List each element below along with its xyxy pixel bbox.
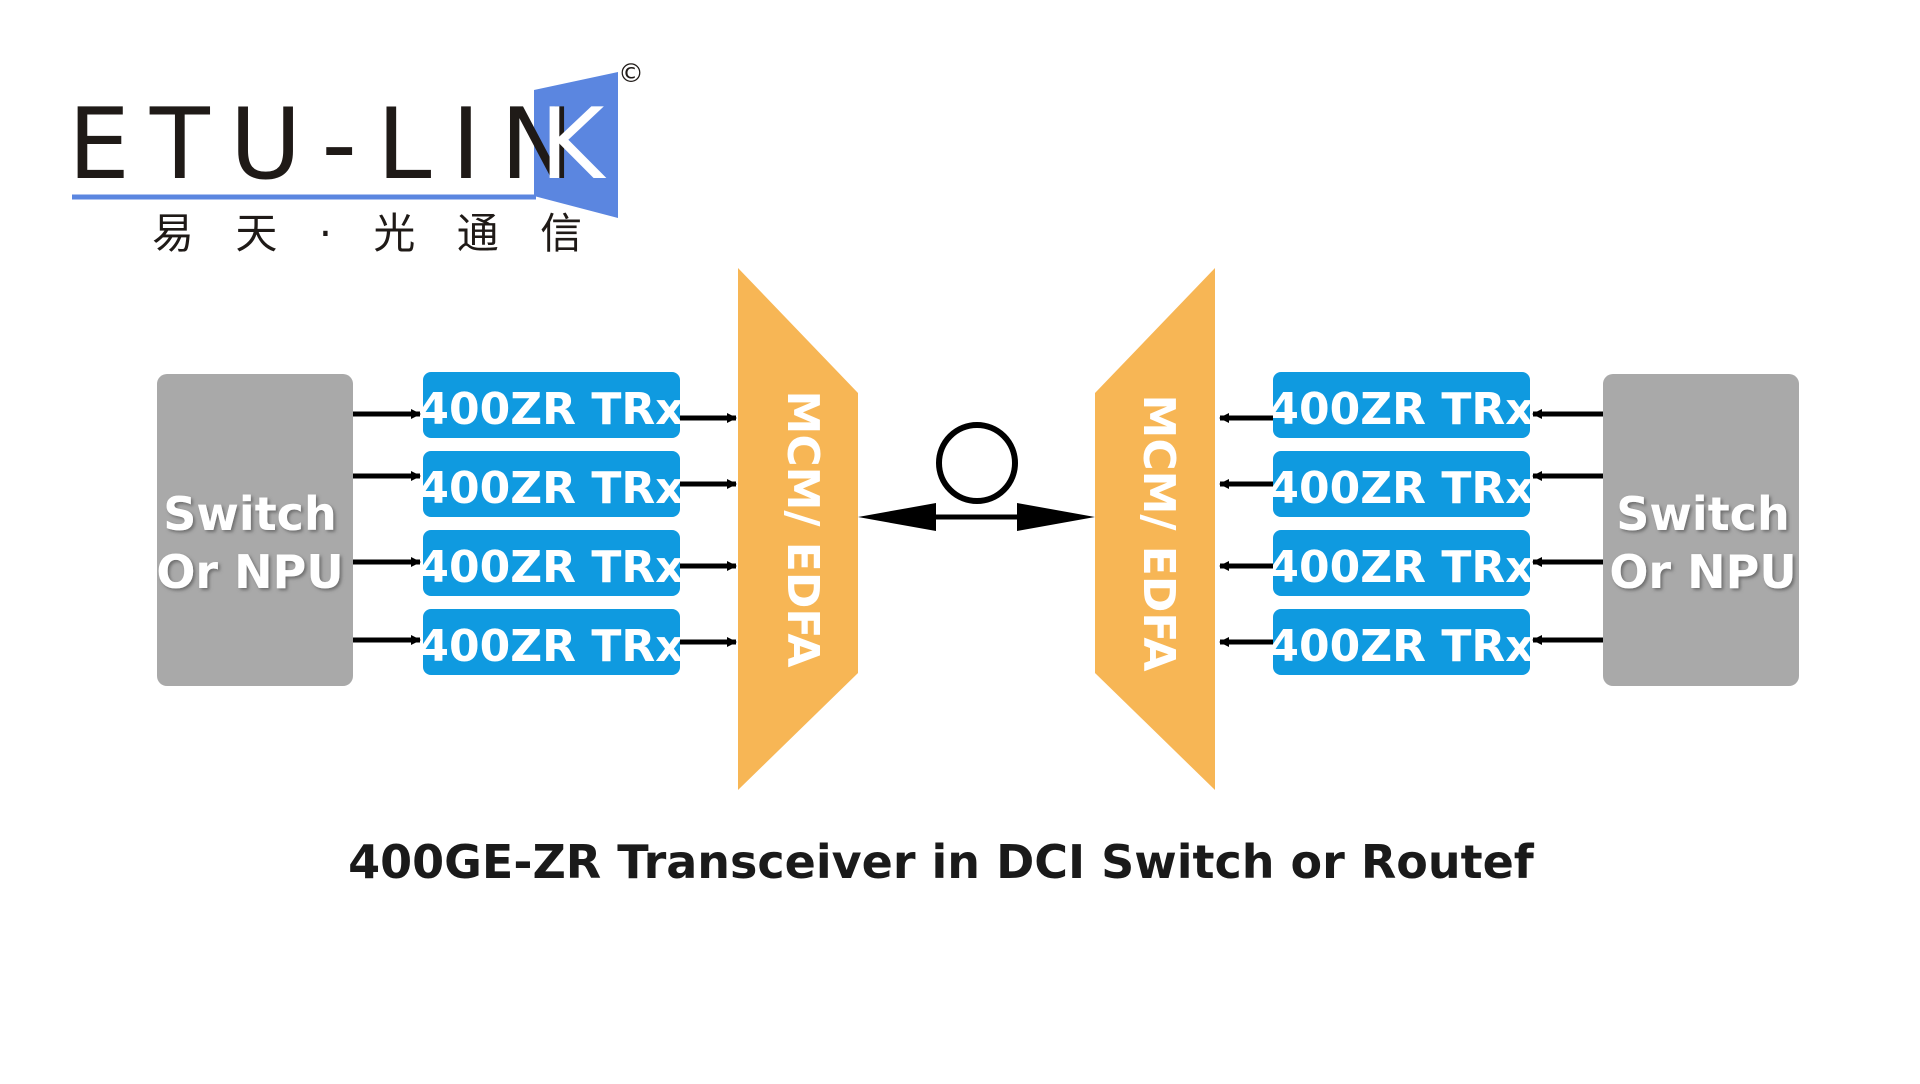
left-trx-box-4 [423,609,680,675]
left-host-to-trx-arrows [353,409,421,645]
left-host-label-1: Switch [163,487,336,541]
right-mux-label: MCM/ EDFA [1133,395,1184,672]
left-mux-shape [738,268,858,790]
logo-chinese-tagline: 易 天 · 光 通 信 [152,209,596,258]
right-trx-box-3 [1273,530,1530,596]
right-trx-label-2: 400ZR TRx [1268,463,1533,514]
fiber-link [858,422,1095,531]
diagram-caption: 400GE-ZR Transceiver in DCI Switch or Ro… [348,835,1535,889]
right-transceiver-stack: 400ZR TRx 400ZR TRx 400ZR TRx 400ZR TRx [1268,372,1534,675]
fiber-arrow-left-head [858,503,936,531]
left-trx-label-3: 400ZR TRx [418,542,683,593]
right-host-box [1603,374,1799,686]
left-trx-label-4: 400ZR TRx [418,621,683,672]
right-trx-box-1 [1273,372,1530,438]
right-host-label-2: Or NPU [1609,545,1796,599]
logo-wordmark-k: K [540,88,607,202]
left-host-box [157,374,353,686]
left-trx-label-2: 400ZR TRx [418,463,683,514]
left-trx-to-mux-arrows [680,413,737,647]
right-mux-shape [1095,268,1215,790]
left-transceiver-stack: 400ZR TRx 400ZR TRx 400ZR TRx 400ZR TRx [418,372,684,675]
left-trx-box-1 [423,372,680,438]
right-trx-box-4 [1273,609,1530,675]
fiber-spool-icon [936,422,1018,504]
right-trx-label-4: 400ZR TRx [1268,621,1533,672]
right-trx-label-1: 400ZR TRx [1268,384,1533,435]
left-trx-box-3 [423,530,680,596]
logo-wordmark: ETU-LIN [68,88,594,202]
fiber-arrow-right-head [1017,503,1095,531]
right-trx-to-mux-arrows [1219,413,1273,647]
left-mux-label: MCM/ EDFA [777,391,828,668]
right-trx-box-2 [1273,451,1530,517]
left-trx-label-1: 400ZR TRx [418,384,683,435]
right-host-to-trx-arrows [1532,409,1603,645]
logo-copyright: © [618,59,644,89]
company-logo: ETU-LIN K © 易 天 · 光 通 信 [68,59,644,258]
right-host-label-1: Switch [1616,487,1789,541]
left-trx-box-2 [423,451,680,517]
right-trx-label-3: 400ZR TRx [1268,542,1533,593]
logo-k-panel [534,72,618,218]
left-host-label-2: Or NPU [156,545,343,599]
